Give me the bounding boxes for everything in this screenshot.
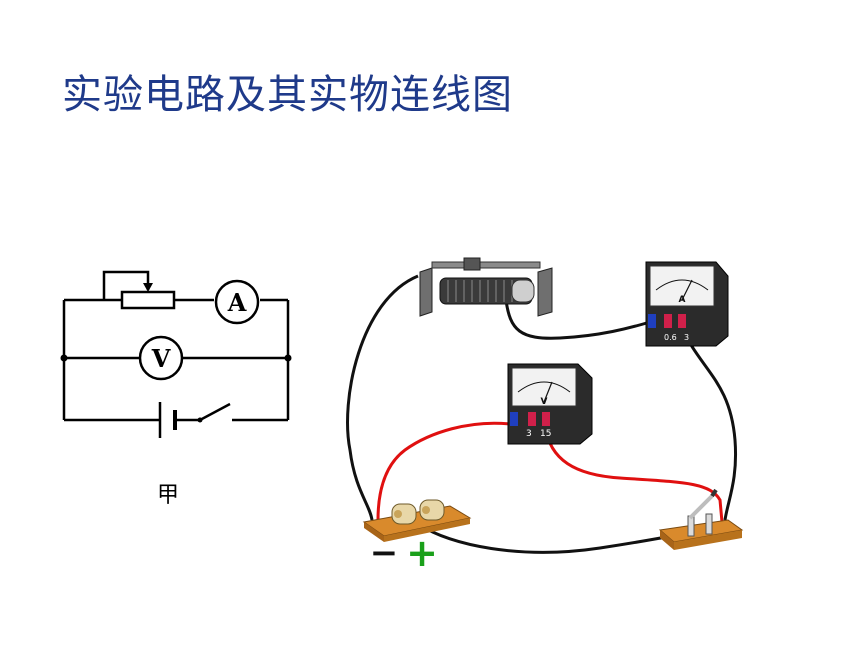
- junction-dot-right: [284, 354, 292, 362]
- switch-symbol: [197, 402, 231, 423]
- voltmeter-terminal-1: 3: [526, 429, 532, 439]
- ammeter-face-letter: A: [679, 295, 686, 305]
- ammeter-device: A 0.6 3: [645, 261, 729, 347]
- slide-title: 实验电路及其实物连线图: [62, 72, 513, 118]
- ammeter-terminal-1: 0.6: [664, 333, 677, 342]
- voltmeter-face-letter: V: [541, 397, 548, 407]
- voltmeter-symbol-label: V: [151, 344, 171, 373]
- schematic-caption: 甲: [157, 483, 179, 508]
- voltmeter-symbol: V: [138, 335, 184, 381]
- voltmeter-device: V 3 15: [507, 363, 593, 445]
- ammeter-terminal-2: 3: [684, 333, 689, 342]
- battery-positive-sign: +: [406, 531, 438, 575]
- ammeter-symbol: A: [214, 279, 260, 325]
- rheostat-symbol: [102, 270, 176, 310]
- black-wires: [346, 274, 738, 554]
- voltmeter-terminal-2: 15: [540, 429, 551, 439]
- knife-switch-device: [658, 488, 744, 550]
- ammeter-symbol-label: A: [227, 288, 247, 317]
- battery-holder: [362, 499, 472, 542]
- rheostat-device: [419, 257, 553, 317]
- junction-dot-left: [60, 354, 68, 362]
- red-wires: [376, 421, 724, 523]
- battery-negative-sign: −: [370, 533, 399, 573]
- battery-symbol: [158, 402, 177, 438]
